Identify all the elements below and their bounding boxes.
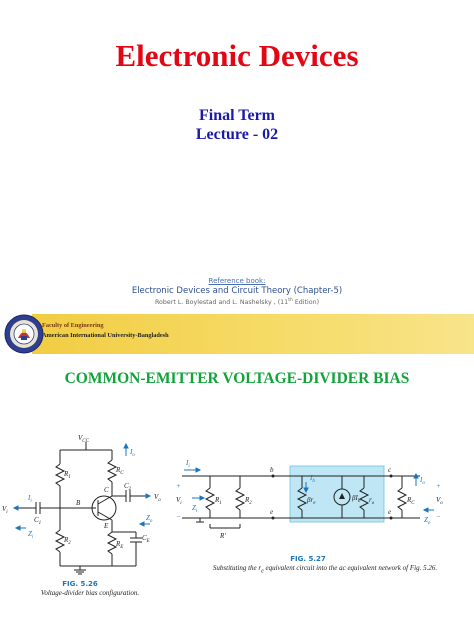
plus-in: + [176,482,181,490]
minus-in: − [176,513,181,521]
fig-5-27-caption-sub: e [261,568,264,575]
university-banner: Faculty of Engineering American Internat… [32,314,474,354]
zo-label: Zo [146,514,153,524]
reference-book: Electronic Devices and Circuit Theory (C… [131,286,343,296]
subtitle-lecture: Lecture - 02 [195,126,279,143]
fig-5-26-circuit: VCC R1 R2 RC RE CE C1 C2 B C E Ii Io Vi … [2,434,161,575]
reference-label: Reference book: [208,277,266,285]
r1-label-27: R1 [214,496,222,506]
r2-label-27: R2 [244,496,252,506]
subtitle-final-term: Final Term [198,107,275,124]
zo-label-27: Zo [424,516,431,526]
beta-re-label: βre [306,496,316,506]
zi-label: Zi [28,530,34,540]
ce-label: CE [142,534,150,544]
fig-5-27-number: FIG. 5.27 [290,555,326,563]
university-name: American International University-Bangla… [42,332,169,339]
node-e-27-left: e [270,508,273,516]
vi-label: Vi [2,505,8,515]
node-c-27: c [388,466,392,474]
reference-authors: Robert L. Boylestad and L. Nashelsky , (… [0,298,474,306]
r1-label: R1 [63,470,71,480]
ib-label: Ib [309,474,315,484]
io-label-27: Io [419,476,425,486]
ii-label: Ii [27,494,32,504]
vo-label-27: Vo [436,496,443,506]
vo-label: Vo [154,493,161,503]
c1-label: C1 [34,516,41,526]
node-b-label: B [76,499,81,507]
fig-5-26-caption: Voltage-divider bias configuration. [40,589,140,597]
fig-5-26-number: FIG. 5.26 [62,580,98,588]
vcc-label: VCC [78,434,90,444]
rc-label-27: RC [406,496,415,506]
university-seal-icon [4,314,44,354]
fig-5-27-caption: Substituting the re equivalent circuit i… [180,564,470,574]
io-label: Io [129,448,135,458]
section-title: COMMON-EMITTER VOLTAGE-DIVIDER BIAS [64,370,410,387]
r2-label: R2 [63,536,71,546]
reference-edition-sup: th [288,298,293,303]
fig-5-27-caption-head: Substituting the r [212,564,262,572]
plus-out: + [436,482,441,490]
rprime-label: R′ [219,532,226,540]
node-e-label: E [103,522,109,530]
ro-label: ro [369,496,375,506]
re-label: RE [115,540,123,550]
beta-ib-label: βIb [351,494,361,504]
c2-label: C2 [124,482,132,492]
fig-5-27-caption-tail: equivalent circuit into the ac equivalen… [263,564,438,572]
node-c-label: C [104,486,109,494]
vi-label-27: Vi [176,496,182,506]
ii-label-27: Ii [185,459,190,469]
fig-5-27-circuit: Ii Ib Io + − Vi Zi R1 R2 βre βIb ro RC R… [176,459,443,540]
re-model-box [289,465,385,523]
page-title: Electronic Devices [115,38,359,73]
reference-edition-tail: Edition) [292,299,320,307]
rc-label: RC [115,466,124,476]
faculty-name: Faculty of Engineering [42,322,104,329]
reference-authors-text: Robert L. Boylestad and L. Nashelsky , (… [154,299,289,307]
node-b-27: b [270,466,274,474]
node-e-27-right: e [388,508,391,516]
zi-label-27: Zi [192,504,198,514]
minus-out: − [436,513,441,521]
